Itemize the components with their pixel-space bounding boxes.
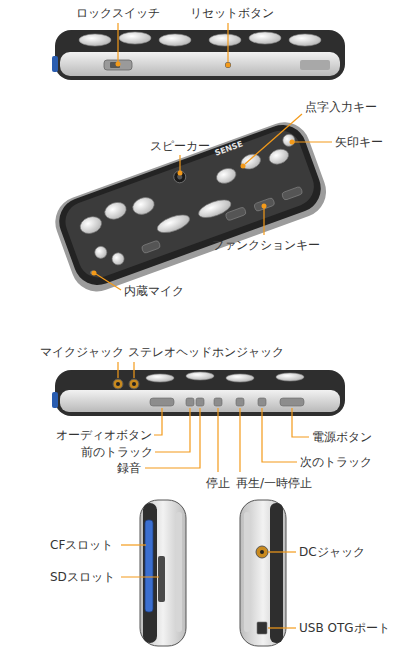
- part-label: オーディオボタン: [56, 428, 152, 442]
- leader-lines-side: [121, 545, 296, 628]
- leader-dots-top: [116, 62, 231, 68]
- right-side-view: [240, 500, 286, 646]
- part-label: マイクジャック: [40, 345, 124, 359]
- part-label: 内蔵マイク: [124, 284, 184, 298]
- part-label: USB OTGポート: [299, 621, 390, 635]
- part-label: 矢印キー: [335, 135, 383, 149]
- part-label: DCジャック: [299, 545, 365, 559]
- leader-lines-keyboard: [96, 114, 332, 290]
- part-label: 次のトラック: [300, 455, 372, 469]
- part-label: 録音: [117, 461, 141, 475]
- part-label: 再生/一時停止: [236, 476, 312, 490]
- part-label: 停止: [206, 476, 230, 490]
- part-label: ステレオヘッドホンジャック: [128, 345, 284, 359]
- part-label: 点字入力キー: [305, 100, 377, 114]
- part-label: ファンクションキー: [212, 238, 320, 252]
- part-label: 電源ボタン: [312, 430, 372, 444]
- left-side-view: [140, 500, 186, 646]
- keyboard-view: [48, 115, 333, 299]
- part-label: CFスロット: [50, 538, 113, 552]
- front-edge-view: [52, 370, 345, 416]
- part-label: 前のトラック: [81, 445, 153, 459]
- part-label: リセットボタン: [190, 6, 274, 20]
- leader-lines-top: [118, 23, 228, 62]
- leader-dots-keyboard: [92, 140, 295, 276]
- part-label: スピーカー: [150, 139, 210, 153]
- part-label: SDスロット: [50, 570, 115, 584]
- part-label: ロックスイッチ: [76, 6, 160, 20]
- top-edge-view: [52, 30, 345, 80]
